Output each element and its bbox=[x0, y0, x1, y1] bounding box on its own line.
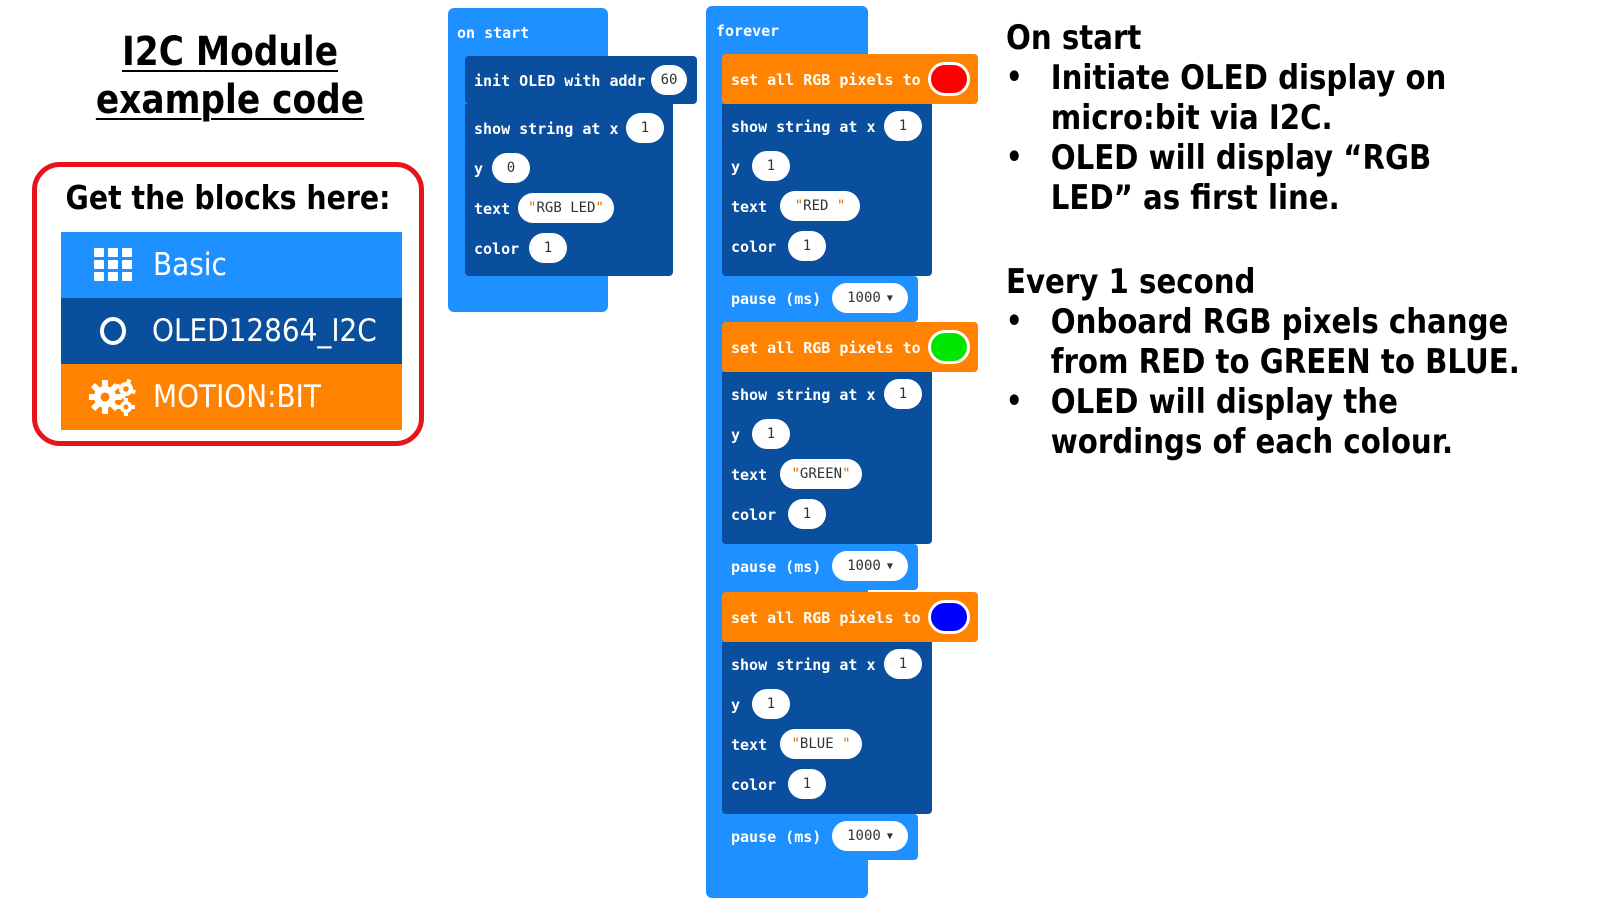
show-color-label-1: color bbox=[731, 238, 777, 256]
pause-label-2: pause (ms) bbox=[731, 558, 822, 576]
chevron-down-icon: ▼ bbox=[886, 560, 893, 572]
show-x-value-3[interactable]: 1 bbox=[884, 649, 922, 679]
show-color-label-3: color bbox=[731, 776, 777, 794]
pause-label-3: pause (ms) bbox=[731, 828, 822, 846]
chevron-down-icon: ▼ bbox=[886, 830, 893, 842]
pause-value-text-2: 1000 bbox=[847, 558, 881, 574]
show-text-string-3: BLUE bbox=[799, 736, 834, 752]
blocks-panel bbox=[32, 162, 424, 446]
pause-value-text-3: 1000 bbox=[847, 828, 881, 844]
pause-label-1: pause (ms) bbox=[731, 290, 822, 308]
gears-icon bbox=[83, 377, 143, 417]
show-y-value[interactable]: 0 bbox=[492, 153, 530, 183]
title-line-2: example code bbox=[95, 77, 365, 123]
on-start-item: OLED will display “RGB LED” as first lin… bbox=[1006, 138, 1522, 218]
on-start-label: on start bbox=[457, 24, 530, 42]
show-y-label-1: y bbox=[731, 158, 741, 176]
letter-o-icon bbox=[83, 316, 142, 346]
show-x-value-1[interactable]: 1 bbox=[884, 111, 922, 141]
panel-heading: Get the blocks here: bbox=[65, 178, 391, 217]
show-y-label-2: y bbox=[731, 426, 741, 444]
pause-value-2[interactable]: 1000 ▼ bbox=[832, 551, 908, 581]
show-text-label-2: text bbox=[731, 466, 768, 484]
show-color-value-1[interactable]: 1 bbox=[788, 231, 826, 261]
set-pixels-label-3: set all RGB pixels to bbox=[731, 609, 921, 627]
show-text-value[interactable]: "RGB LED" bbox=[518, 193, 614, 223]
show-y-label: y bbox=[474, 160, 484, 178]
show-color-value-3[interactable]: 1 bbox=[788, 769, 826, 799]
show-y-label-3: y bbox=[731, 696, 741, 714]
show-y-value-2[interactable]: 1 bbox=[752, 419, 790, 449]
pixel-color-swatch-3[interactable] bbox=[928, 600, 970, 634]
show-text-label-3: text bbox=[731, 736, 768, 754]
show-y-value-3[interactable]: 1 bbox=[752, 689, 790, 719]
show-color-value-2[interactable]: 1 bbox=[788, 499, 826, 529]
on-start-item: Initiate OLED display on micro:bit via I… bbox=[1006, 58, 1522, 138]
show-text-value-2[interactable]: "GREEN" bbox=[780, 459, 862, 489]
set-pixels-label-2: set all RGB pixels to bbox=[731, 339, 921, 357]
init-oled-label: init OLED with addr bbox=[474, 72, 646, 90]
show-string-label: show string at x bbox=[474, 120, 619, 138]
show-string-label-3: show string at x bbox=[731, 656, 876, 674]
show-text-value-3[interactable]: "BLUE " bbox=[780, 729, 862, 759]
show-string-label-2: show string at x bbox=[731, 386, 876, 404]
set-pixels-label-1: set all RGB pixels to bbox=[731, 71, 921, 89]
show-color-value[interactable]: 1 bbox=[529, 233, 567, 263]
show-x-value-2[interactable]: 1 bbox=[884, 379, 922, 409]
every-second-list: Onboard RGB pixels change from RED to GR… bbox=[1006, 302, 1522, 462]
show-y-value-1[interactable]: 1 bbox=[752, 151, 790, 181]
category-basic-label: Basic bbox=[153, 247, 227, 283]
show-color-label-2: color bbox=[731, 506, 777, 524]
category-basic[interactable]: Basic bbox=[61, 232, 402, 298]
init-addr-value[interactable]: 60 bbox=[651, 65, 687, 95]
pixel-color-swatch-1[interactable] bbox=[928, 62, 970, 96]
show-text-string-2: GREEN bbox=[799, 466, 843, 482]
show-text-string-1: RED bbox=[803, 198, 829, 214]
title-line-1: I2C Module bbox=[121, 29, 339, 75]
show-x-value[interactable]: 1 bbox=[626, 113, 664, 143]
show-color-label: color bbox=[474, 240, 520, 258]
category-motion[interactable]: MOTION:BIT bbox=[61, 364, 402, 430]
show-text-label: text bbox=[474, 200, 511, 218]
pixel-color-swatch-2[interactable] bbox=[928, 330, 970, 364]
pause-value-1[interactable]: 1000 ▼ bbox=[832, 283, 908, 313]
on-start-heading: On start bbox=[1006, 18, 1142, 58]
on-start-list: Initiate OLED display on micro:bit via I… bbox=[1006, 58, 1522, 218]
show-text-string: RGB LED bbox=[536, 200, 596, 216]
category-oled-label: OLED12864_I2C bbox=[152, 313, 378, 349]
every-second-item: Onboard RGB pixels change from RED to GR… bbox=[1006, 302, 1522, 382]
show-string-label-1: show string at x bbox=[731, 118, 876, 136]
category-motion-label: MOTION:BIT bbox=[153, 379, 321, 415]
pause-value-text-1: 1000 bbox=[847, 290, 881, 306]
forever-label: forever bbox=[716, 22, 780, 40]
page-title: I2C Module example code bbox=[84, 28, 376, 124]
every-second-heading: Every 1 second bbox=[1006, 262, 1256, 302]
show-text-value-1[interactable]: "RED " bbox=[780, 191, 860, 221]
every-second-item: OLED will display the wordings of each c… bbox=[1006, 382, 1522, 462]
notes-panel: On start Initiate OLED display on micro:… bbox=[1006, 18, 1522, 506]
pause-value-3[interactable]: 1000 ▼ bbox=[832, 821, 908, 851]
show-text-label-1: text bbox=[731, 198, 768, 216]
chevron-down-icon: ▼ bbox=[886, 292, 893, 304]
category-oled[interactable]: OLED12864_I2C bbox=[61, 298, 402, 364]
grid-icon bbox=[83, 248, 143, 282]
